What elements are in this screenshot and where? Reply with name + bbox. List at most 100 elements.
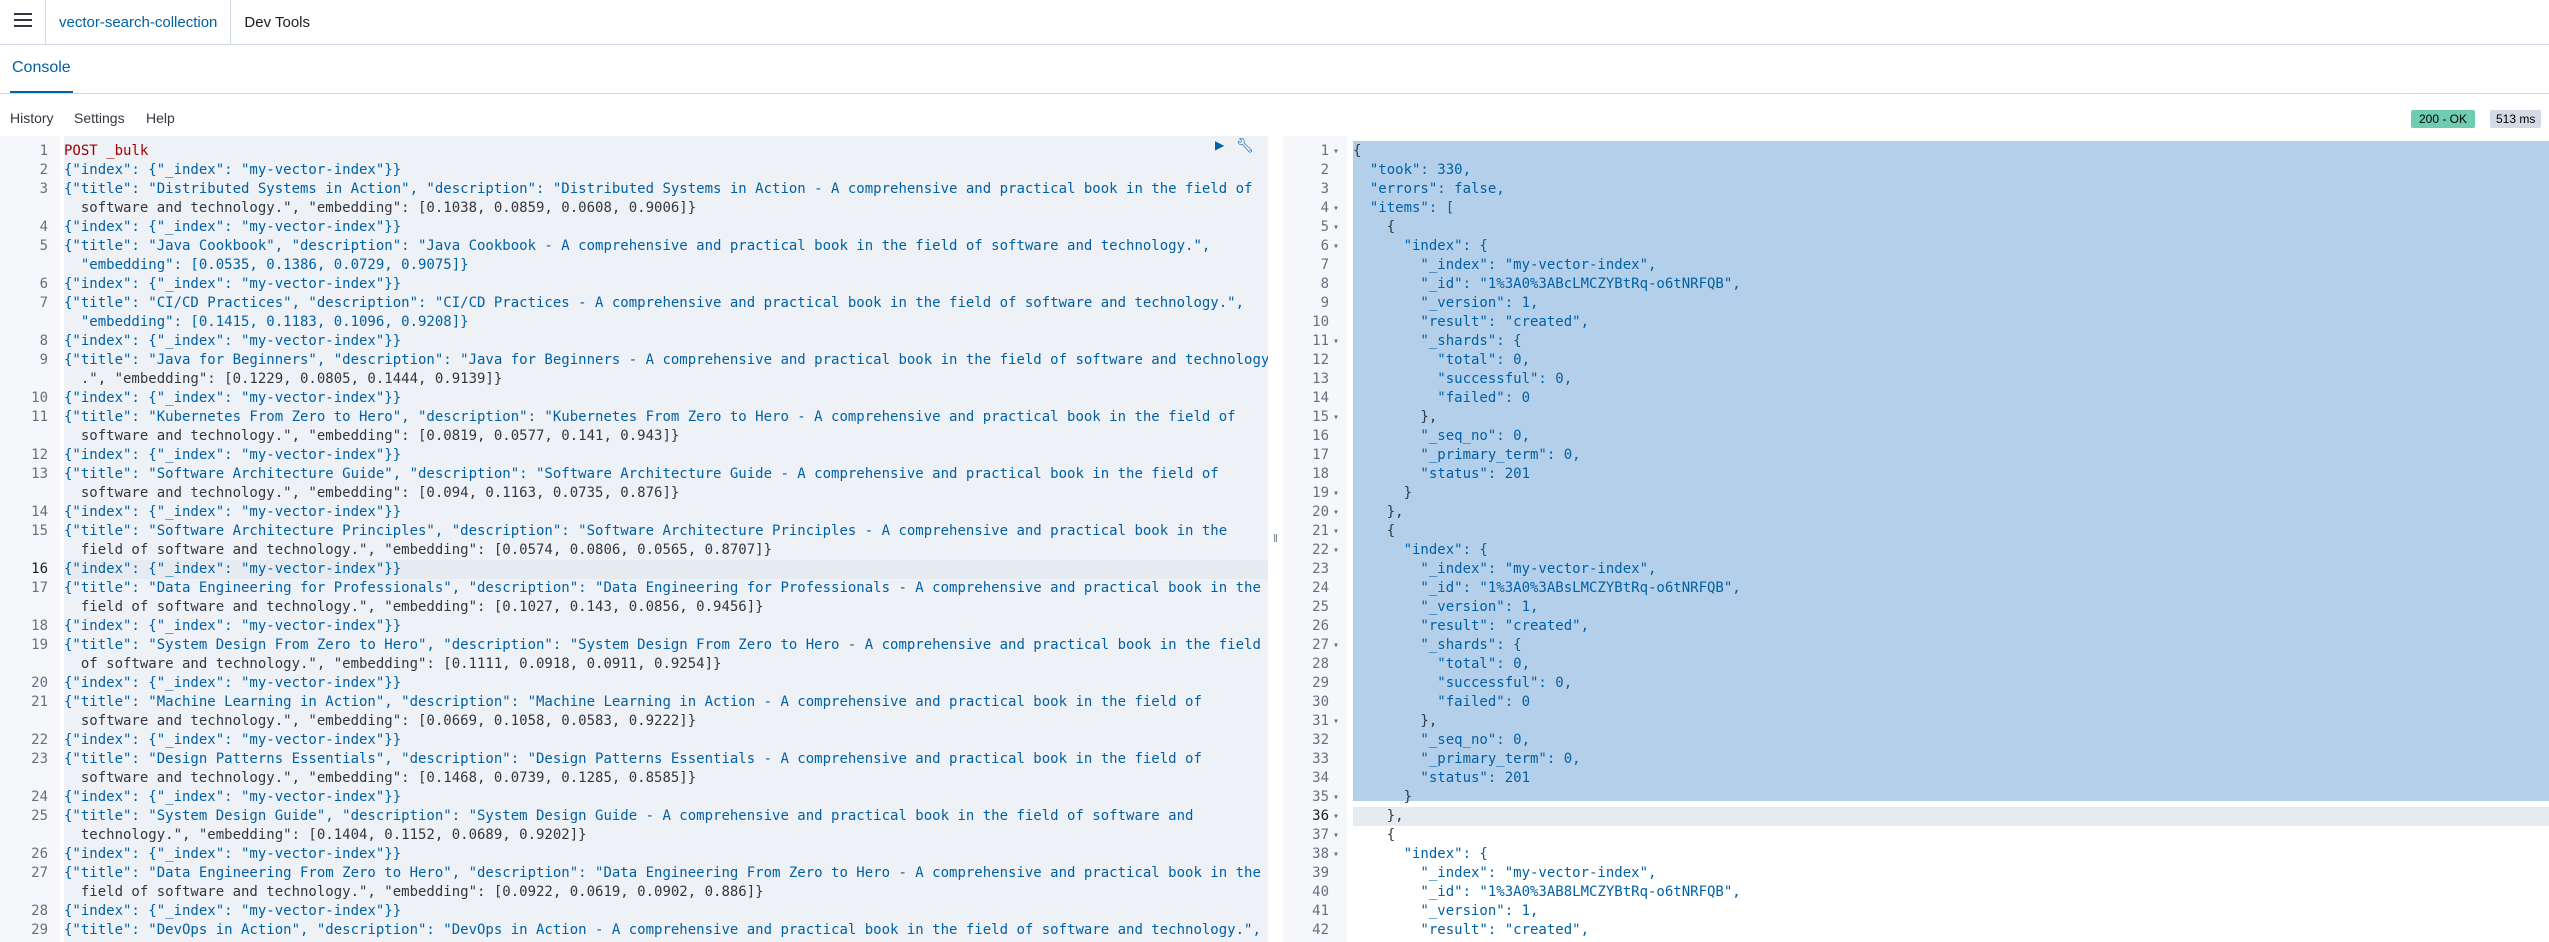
- response-code[interactable]: 1▾{2 "took": 330,3 "errors": false,4▾ "i…: [1312, 142, 2549, 940]
- code-line[interactable]: 15▾ },: [1312, 408, 2549, 427]
- tab-console[interactable]: Console: [10, 45, 73, 93]
- fold-chevron-icon[interactable]: ▾: [1333, 640, 1340, 651]
- code-line[interactable]: field of software and technology.", "emb…: [64, 883, 1268, 902]
- code-line[interactable]: 8{"index": {"_index": "my-vector-index"}…: [40, 332, 1268, 351]
- code-line[interactable]: 3 "errors": false,: [1321, 180, 2549, 199]
- menu-help[interactable]: Help: [146, 110, 175, 126]
- code-line[interactable]: 12 "total": 0,: [1312, 351, 2549, 370]
- fold-chevron-icon[interactable]: ▾: [1333, 336, 1340, 347]
- fold-chevron-icon[interactable]: ▾: [1333, 488, 1340, 499]
- code-line[interactable]: 10{"index": {"_index": "my-vector-index"…: [31, 389, 1268, 408]
- code-line[interactable]: 14 "failed": 0: [1312, 389, 2549, 408]
- code-line[interactable]: 31▾ },: [1312, 712, 2549, 731]
- code-line[interactable]: 7 "_index": "my-vector-index",: [1321, 256, 2549, 275]
- code-line[interactable]: 7{"title": "CI/CD Practices", "descripti…: [40, 294, 1268, 313]
- fold-chevron-icon[interactable]: ▾: [1333, 716, 1340, 727]
- code-line[interactable]: 17 "_primary_term": 0,: [1312, 446, 2549, 465]
- code-line[interactable]: 18 "status": 201: [1312, 465, 2549, 484]
- code-line[interactable]: 3{"title": "Distributed Systems in Actio…: [40, 180, 1268, 199]
- code-line[interactable]: 14{"index": {"_index": "my-vector-index"…: [31, 503, 1268, 522]
- code-line[interactable]: 26{"index": {"_index": "my-vector-index"…: [31, 845, 1268, 864]
- code-line[interactable]: software and technology.", "embedding": …: [64, 199, 1268, 218]
- code-line[interactable]: 10 "result": "created",: [1312, 313, 2549, 332]
- code-line[interactable]: 29{"title": "DevOps in Action", "descrip…: [31, 921, 1268, 940]
- code-line[interactable]: 22{"index": {"_index": "my-vector-index"…: [31, 731, 1268, 750]
- code-line[interactable]: 23 "_index": "my-vector-index",: [1312, 560, 2549, 579]
- code-line[interactable]: 25 "_version": 1,: [1312, 598, 2549, 617]
- code-line[interactable]: 16{"index": {"_index": "my-vector-index"…: [31, 560, 1268, 579]
- code-line[interactable]: 19{"title": "System Design From Zero to …: [31, 636, 1268, 655]
- menu-settings[interactable]: Settings: [74, 110, 125, 126]
- code-line[interactable]: software and technology.", "embedding": …: [64, 769, 1268, 788]
- fold-chevron-icon[interactable]: ▾: [1333, 241, 1340, 252]
- code-line[interactable]: 11{"title": "Kubernetes From Zero to Her…: [31, 408, 1268, 427]
- code-line[interactable]: 17{"title": "Data Engineering for Profes…: [31, 579, 1268, 598]
- code-line[interactable]: 22▾ "index": {: [1312, 541, 2549, 560]
- code-line[interactable]: 23{"title": "Design Patterns Essentials"…: [31, 750, 1268, 769]
- fold-chevron-icon[interactable]: ▾: [1333, 526, 1340, 537]
- code-line[interactable]: 19▾ }: [1312, 484, 2549, 503]
- code-line[interactable]: 36▾ },: [1312, 807, 2549, 826]
- code-line[interactable]: 15{"title": "Software Architecture Princ…: [31, 522, 1268, 541]
- code-line[interactable]: 29 "successful": 0,: [1312, 674, 2549, 693]
- code-line[interactable]: 12{"index": {"_index": "my-vector-index"…: [31, 446, 1268, 465]
- code-line[interactable]: "embedding": [0.0535, 0.1386, 0.0729, 0.…: [64, 256, 1268, 275]
- fold-chevron-icon[interactable]: ▾: [1333, 412, 1340, 423]
- code-line[interactable]: 9 "_version": 1,: [1321, 294, 2549, 313]
- code-line[interactable]: 13{"title": "Software Architecture Guide…: [31, 465, 1268, 484]
- code-line[interactable]: 18{"index": {"_index": "my-vector-index"…: [31, 617, 1268, 636]
- menu-toggle-button[interactable]: [0, 0, 46, 44]
- code-line[interactable]: 11▾ "_shards": {: [1312, 332, 2549, 351]
- code-line[interactable]: 2{"index": {"_index": "my-vector-index"}…: [40, 161, 1268, 180]
- code-line[interactable]: 28{"index": {"_index": "my-vector-index"…: [31, 902, 1268, 921]
- code-line[interactable]: "embedding": [0.1415, 0.1183, 0.1096, 0.…: [64, 313, 1268, 332]
- code-line[interactable]: 27{"title": "Data Engineering From Zero …: [31, 864, 1268, 883]
- code-line[interactable]: software and technology.", "embedding": …: [64, 484, 1268, 503]
- code-line[interactable]: 41 "_version": 1,: [1312, 902, 2549, 921]
- fold-chevron-icon[interactable]: ▾: [1333, 792, 1340, 803]
- code-line[interactable]: 42 "result": "created",: [1312, 921, 2549, 940]
- code-line[interactable]: 4▾ "items": [: [1321, 199, 2549, 218]
- fold-chevron-icon[interactable]: ▾: [1333, 811, 1340, 822]
- panel-resize-handle[interactable]: ‖: [1268, 136, 1283, 942]
- code-line[interactable]: 20▾ },: [1312, 503, 2549, 522]
- code-line[interactable]: software and technology.", "embedding": …: [64, 712, 1268, 731]
- menu-history[interactable]: History: [10, 110, 54, 126]
- play-icon[interactable]: ▶: [1215, 138, 1225, 152]
- code-line[interactable]: 6{"index": {"_index": "my-vector-index"}…: [40, 275, 1268, 294]
- code-line[interactable]: 16 "_seq_no": 0,: [1312, 427, 2549, 446]
- code-line[interactable]: 5▾ {: [1321, 218, 2549, 237]
- code-line[interactable]: field of software and technology.", "emb…: [64, 541, 1268, 560]
- fold-chevron-icon[interactable]: ▾: [1333, 545, 1340, 556]
- code-line[interactable]: 21▾ {: [1312, 522, 2549, 541]
- code-line[interactable]: 4{"index": {"_index": "my-vector-index"}…: [40, 218, 1268, 237]
- code-line[interactable]: 5{"title": "Java Cookbook", "description…: [40, 237, 1268, 256]
- code-line[interactable]: .", "embedding": [0.1229, 0.0805, 0.1444…: [64, 370, 1268, 389]
- code-line[interactable]: 24{"index": {"_index": "my-vector-index"…: [31, 788, 1268, 807]
- breadcrumb-collection[interactable]: vector-search-collection: [46, 0, 232, 44]
- code-line[interactable]: software and technology.", "embedding": …: [64, 427, 1268, 446]
- fold-chevron-icon[interactable]: ▾: [1333, 146, 1340, 157]
- code-line[interactable]: 20{"index": {"_index": "my-vector-index"…: [31, 674, 1268, 693]
- code-line[interactable]: 9{"title": "Java for Beginners", "descri…: [40, 351, 1268, 370]
- code-line[interactable]: 13 "successful": 0,: [1312, 370, 2549, 389]
- code-line[interactable]: 8 "_id": "1%3A0%3ABcLMCZYBtRq-o6tNRFQB",: [1321, 275, 2549, 294]
- code-line[interactable]: 34 "status": 201: [1312, 769, 2549, 788]
- code-line[interactable]: 25{"title": "System Design Guide", "desc…: [31, 807, 1268, 826]
- code-line[interactable]: 21{"title": "Machine Learning in Action"…: [31, 693, 1268, 712]
- code-line[interactable]: field of software and technology.", "emb…: [64, 598, 1268, 617]
- code-line[interactable]: of software and technology.", "embedding…: [64, 655, 1268, 674]
- fold-chevron-icon[interactable]: ▾: [1333, 222, 1340, 233]
- code-line[interactable]: 2 "took": 330,: [1321, 161, 2549, 180]
- code-line[interactable]: 6▾ "index": {: [1321, 237, 2549, 256]
- code-line[interactable]: 28 "total": 0,: [1312, 655, 2549, 674]
- code-line[interactable]: 30 "failed": 0: [1312, 693, 2549, 712]
- fold-chevron-icon[interactable]: ▾: [1333, 849, 1340, 860]
- code-line[interactable]: 24 "_id": "1%3A0%3ABsLMCZYBtRq-o6tNRFQB"…: [1312, 579, 2549, 598]
- code-line[interactable]: 35▾ }: [1312, 788, 2549, 807]
- code-line[interactable]: 38▾ "index": {: [1312, 845, 2549, 864]
- code-line[interactable]: 1▾{: [1321, 142, 2549, 161]
- fold-chevron-icon[interactable]: ▾: [1333, 830, 1340, 841]
